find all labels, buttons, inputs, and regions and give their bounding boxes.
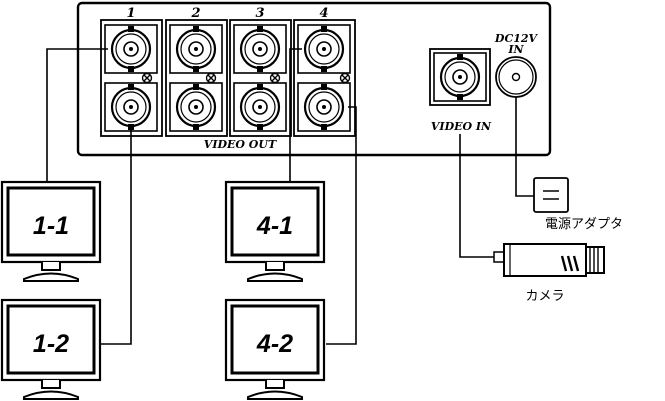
monitor-4-1-label: 4-1 [256, 212, 293, 240]
dc-label-line1: DC12V [494, 32, 539, 45]
cable-1b-to-monitor-1-2 [101, 130, 132, 345]
cable-4a-to-monitor-4-1 [289, 48, 302, 183]
bnc-connector-1a [103, 23, 159, 75]
bnc-connector-4b [296, 81, 352, 133]
bnc-connector-2b [168, 81, 224, 133]
video-in-label: VIDEO IN [431, 120, 492, 133]
power-adapter-icon [533, 177, 569, 213]
monitor-4-2-label: 4-2 [256, 330, 293, 358]
channel-2-label: 2 [190, 6, 200, 21]
bnc-connector-4a [296, 23, 352, 75]
channel-1-label: 1 [126, 6, 135, 21]
bnc-connector-3a [232, 23, 288, 75]
screw-icon [269, 72, 281, 84]
channel-4-label: 4 [319, 6, 328, 21]
cable-4b-to-monitor-4-2 [326, 106, 357, 345]
camera-label: カメラ [525, 289, 564, 304]
monitor-1-2: 1-2 [0, 298, 102, 401]
adapter-label: 電源アダプタ [545, 217, 623, 232]
bnc-connector-1b [103, 81, 159, 133]
dc-jack-pin [511, 72, 521, 82]
monitor-1-2-label: 1-2 [33, 330, 69, 358]
camera-icon [493, 243, 605, 277]
monitor-1-1-label: 1-1 [33, 212, 69, 240]
monitor-1-1: 1-1 [0, 180, 102, 283]
screw-icon [205, 72, 217, 84]
bnc-connector-2a [168, 23, 224, 75]
monitor-4-2: 4-2 [224, 298, 326, 401]
screw-icon [339, 72, 351, 84]
bnc-connector-3b [232, 81, 288, 133]
dc-label-line2: IN [507, 43, 524, 56]
channel-3-label: 3 [255, 6, 264, 21]
cable-dc-to-adapter [515, 97, 534, 197]
video-out-label: VIDEO OUT [204, 138, 277, 151]
monitor-4-1: 4-1 [224, 180, 326, 283]
bnc-connector-video-in [432, 51, 488, 103]
cable-video-in-to-camera [459, 134, 498, 258]
screw-icon [141, 72, 153, 84]
cable-1a-to-monitor-1-1 [46, 48, 108, 183]
